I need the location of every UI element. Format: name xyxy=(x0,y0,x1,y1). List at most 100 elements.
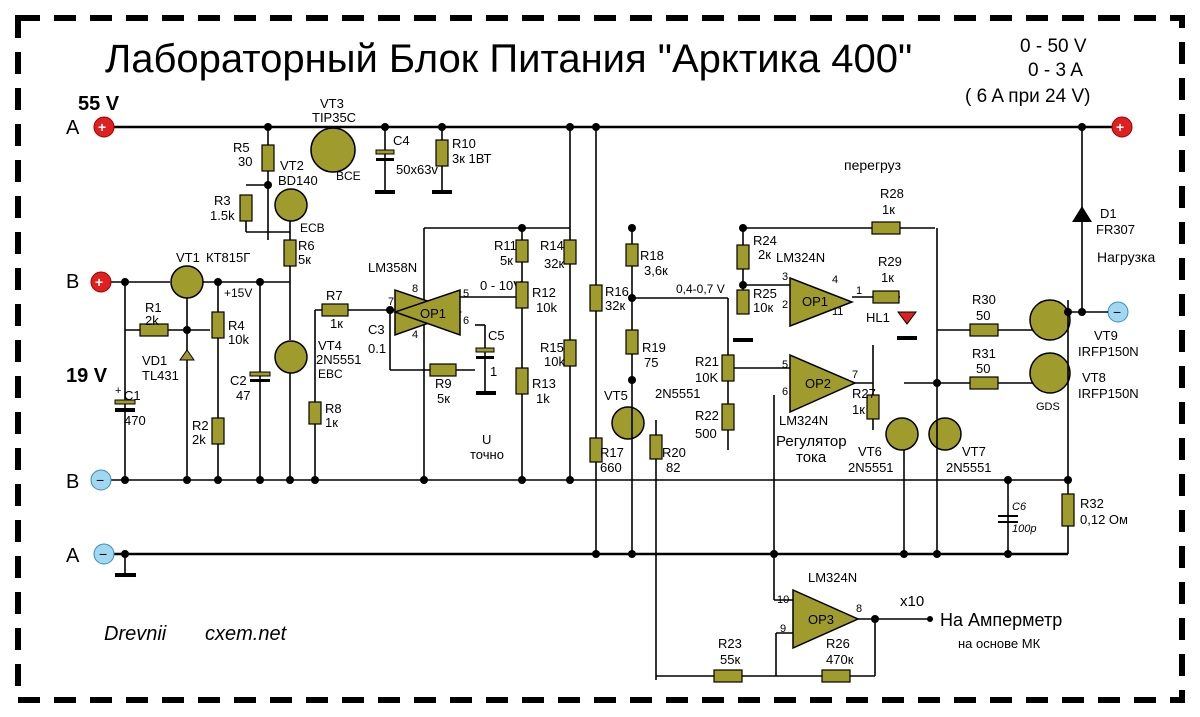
junction-dots xyxy=(121,123,1086,623)
vt4-transistor xyxy=(274,340,308,374)
r8-label: R8 xyxy=(325,401,342,416)
op3-type: LM324N xyxy=(808,570,857,585)
u-fine-label: точно xyxy=(470,447,504,462)
r10-resistor xyxy=(435,139,449,167)
r2-label: R2 xyxy=(192,418,209,433)
c6-label: C6 xyxy=(1012,501,1027,513)
hl1-led-icon xyxy=(897,311,917,325)
current-regulator-label: Регулятор xyxy=(776,433,847,450)
op1b-type: LM324N xyxy=(776,250,825,265)
r7-value: 1к xyxy=(330,316,343,331)
rail-a-neg-label: A xyxy=(66,545,80,567)
r19-resistor xyxy=(625,329,639,355)
r29-label: R29 xyxy=(878,254,902,269)
rail-a-voltage: 55 V xyxy=(78,93,120,115)
svg-text:+: + xyxy=(1116,119,1124,135)
r17-value: 660 xyxy=(600,460,622,475)
r1-label: R1 xyxy=(145,300,162,315)
footer-author: Drevnii xyxy=(104,623,167,645)
op1b-pin3: 3 xyxy=(782,271,788,283)
d1-diode-icon xyxy=(1072,206,1092,222)
ammeter-node xyxy=(927,616,933,622)
r8-resistor xyxy=(308,401,322,425)
vt9-type: IRFP150N xyxy=(1078,344,1139,359)
c2-value: 47 xyxy=(236,388,250,403)
rail-b-voltage: 19 V xyxy=(66,365,108,387)
op1a-pin7: 7 xyxy=(388,296,394,308)
op2-opamp xyxy=(789,353,857,414)
r15-value: 10k xyxy=(544,354,565,369)
r12-value: 10k xyxy=(536,300,557,315)
u-label: U xyxy=(482,432,491,447)
vt7-type: 2N5551 xyxy=(946,460,992,475)
r14-label: R14 xyxy=(540,238,564,253)
spec-note: ( 6 A при 24 V) xyxy=(965,86,1090,107)
r25-label: R25 xyxy=(753,286,777,301)
r1-value: 2k xyxy=(145,313,159,328)
r22-label: R22 xyxy=(695,408,719,423)
r27-value: 1к xyxy=(852,402,865,417)
r31-resistor xyxy=(969,376,999,390)
r26-value: 470к xyxy=(826,652,854,667)
op2-pin6: 6 xyxy=(782,386,788,398)
svg-text:−: − xyxy=(96,472,104,488)
r28-value: 1к xyxy=(882,202,895,217)
r16-label: R16 xyxy=(605,284,629,299)
rail-a-label: A xyxy=(66,117,80,139)
r4-resistor xyxy=(211,311,225,339)
op2-label: OP2 xyxy=(805,376,831,391)
r11-label: R11 xyxy=(494,238,517,253)
vt3-type: TIP35C xyxy=(312,110,356,125)
r1-resistor xyxy=(139,323,169,337)
r14-value: 32к xyxy=(544,256,564,271)
r30-value: 50 xyxy=(976,308,990,323)
r6-resistor xyxy=(283,239,297,267)
svg-text:−: − xyxy=(99,546,107,562)
op3-pin9: 9 xyxy=(780,623,786,635)
c4-plate-2 xyxy=(376,158,394,161)
r32-resistor xyxy=(1061,493,1075,527)
c2-plate xyxy=(249,371,271,377)
vt7-label: VT7 xyxy=(962,444,986,459)
r5-value: 30 xyxy=(238,154,252,169)
r22-value: 500 xyxy=(695,426,717,441)
r15-label: R15 xyxy=(540,340,564,355)
op1b-pin1: 1 xyxy=(856,285,862,297)
terminal-a-plus: + xyxy=(93,116,115,138)
c5-plate-2 xyxy=(476,356,494,359)
vt2-transistor xyxy=(274,188,308,222)
spec-current: 0 - 3 A xyxy=(1028,60,1083,81)
r18-label: R18 xyxy=(640,248,664,263)
d1-type: FR307 xyxy=(1096,222,1135,237)
r3-label: R3 xyxy=(214,193,231,208)
op1a-pin6: 6 xyxy=(463,315,469,327)
op2-pin5: 5 xyxy=(782,359,788,371)
vt6-label: VT6 xyxy=(858,444,882,459)
r10-value: 3к 1ВТ xyxy=(452,151,492,166)
terminal-b-minus: − xyxy=(90,469,112,491)
r19-value: 75 xyxy=(644,355,658,370)
c3-label: C3 xyxy=(368,322,385,337)
r13-resistor xyxy=(515,367,529,395)
load-label: Нагрузка xyxy=(1097,249,1155,265)
r23-resistor xyxy=(713,669,743,683)
r6-label: R6 xyxy=(298,238,315,253)
r32-value: 0,12 Ом xyxy=(1080,512,1128,527)
dashed-frame xyxy=(15,15,1185,703)
vt3-transistor xyxy=(310,127,356,173)
r11-resistor xyxy=(515,239,529,263)
op1a-body xyxy=(392,288,461,337)
vd1-diode xyxy=(179,349,195,361)
r30-resistor xyxy=(969,323,999,337)
hl1-label: HL1 xyxy=(866,310,890,325)
terminal-b-plus: + xyxy=(90,271,112,293)
r6-value: 5к xyxy=(298,252,311,267)
vt5-transistor xyxy=(611,406,645,440)
op3-pin8: 8 xyxy=(856,603,862,615)
r5-resistor xyxy=(261,144,275,172)
r24-resistor xyxy=(736,244,750,270)
spec-voltage: 0 - 50 V xyxy=(1020,36,1087,57)
c1-label: C1 xyxy=(124,388,141,403)
